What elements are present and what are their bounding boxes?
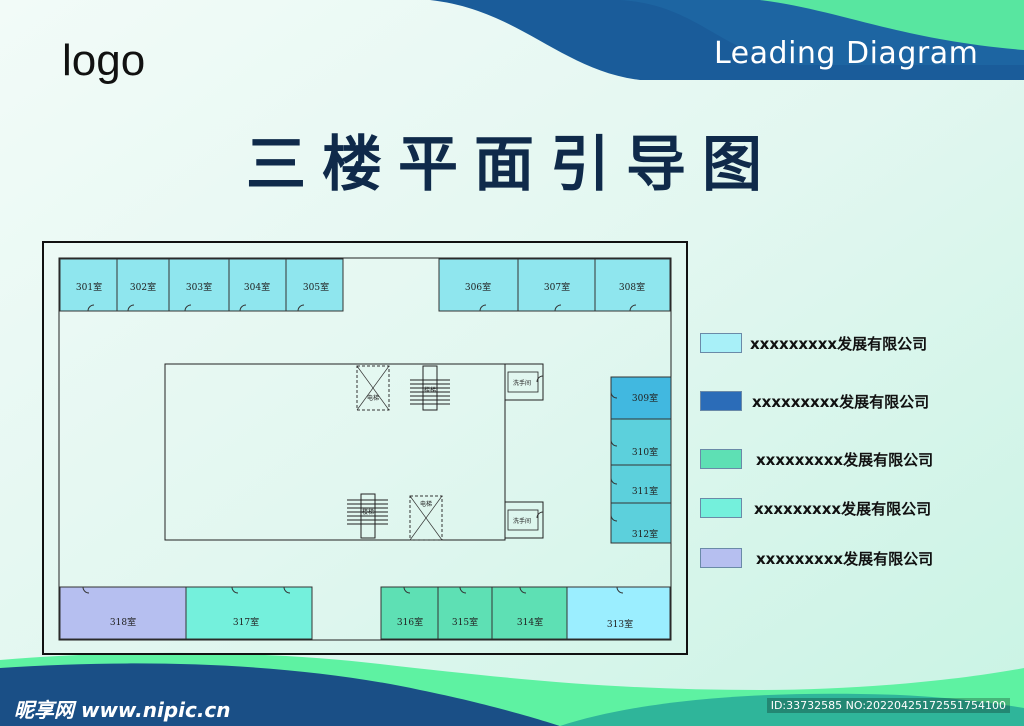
room-312[interactable]: 312室 [610, 502, 672, 544]
room-305[interactable]: 305室 [285, 258, 344, 312]
stairs-top-label: 楼梯 [424, 386, 436, 394]
room-316[interactable]: 316室 [380, 586, 439, 640]
legend-label: xxxxxxxxx发展有限公司 [752, 392, 930, 411]
stairs-top: 楼梯 [410, 365, 450, 411]
room-303-label: 303室 [186, 281, 212, 293]
restroom-bottom-label: 洗手间 [513, 517, 531, 525]
elevator-bottom: 电梯 [409, 495, 443, 541]
room-315-label: 315室 [452, 616, 478, 628]
room-311-label: 311室 [632, 485, 658, 497]
right-doors [610, 391, 618, 522]
room-301[interactable]: 301室 [59, 258, 118, 312]
watermark-right: ID:33732585 NO:20220425172551754100 [766, 698, 1010, 713]
legend-item: xxxxxxxxx发展有限公司 [700, 448, 933, 470]
room-313-label: 313室 [607, 618, 633, 630]
legend-swatch [700, 498, 742, 518]
legend: xxxxxxxxx发展有限公司 xxxxxxxxx发展有限公司 xxxxxxxx… [700, 330, 1000, 580]
legend-item: xxxxxxxxx发展有限公司 [700, 332, 927, 354]
room-309[interactable]: 309室 [610, 376, 672, 420]
elevator-top: 电梯 [356, 365, 390, 411]
room-308[interactable]: 308室 [594, 258, 671, 312]
room-317[interactable]: 317室 [185, 586, 313, 640]
room-302-label: 302室 [130, 281, 156, 293]
room-310[interactable]: 310室 [610, 418, 672, 466]
restroom-top[interactable]: 洗手间 [504, 363, 544, 401]
legend-swatch [700, 449, 742, 469]
central-core [164, 363, 506, 541]
room-304-label: 304室 [244, 281, 270, 293]
elevator-top-label: 电梯 [367, 394, 379, 402]
room-314-label: 314室 [517, 616, 543, 628]
room-304[interactable]: 304室 [228, 258, 287, 312]
room-311[interactable]: 311室 [610, 464, 672, 504]
room-312-label: 312室 [632, 528, 658, 540]
restroom-bottom[interactable]: 洗手间 [504, 501, 544, 539]
legend-item: xxxxxxxxx发展有限公司 [700, 497, 931, 519]
room-318[interactable]: 318室 [59, 586, 187, 640]
elevator-bottom-label: 电梯 [420, 500, 432, 508]
room-310-label: 310室 [632, 446, 658, 458]
legend-swatch [700, 391, 742, 411]
legend-label: xxxxxxxxx发展有限公司 [754, 499, 932, 518]
stairs-bottom: 楼梯 [347, 493, 388, 539]
watermark-left: 昵享网 www.nipic.cn [14, 698, 231, 722]
room-309-label: 309室 [632, 392, 658, 404]
bottom-doors [82, 586, 624, 594]
legend-label: xxxxxxxxx发展有限公司 [756, 450, 934, 469]
room-302[interactable]: 302室 [116, 258, 170, 312]
room-317-label: 317室 [233, 616, 259, 628]
restroom-top-label: 洗手间 [513, 379, 531, 387]
room-314[interactable]: 314室 [491, 586, 568, 640]
room-318-label: 318室 [110, 616, 136, 628]
legend-item: xxxxxxxxx发展有限公司 [700, 547, 933, 569]
page-title: 三楼平面引导图 [246, 130, 778, 200]
legend-swatch [700, 548, 742, 568]
room-305-label: 305室 [303, 281, 329, 293]
brand-title: Leading Diagram [714, 36, 979, 71]
legend-label: xxxxxxxxx发展有限公司 [756, 549, 934, 568]
room-307[interactable]: 307室 [517, 258, 596, 312]
logo: logo [62, 36, 146, 85]
room-307-label: 307室 [544, 281, 570, 293]
legend-item: xxxxxxxxx发展有限公司 [700, 390, 929, 412]
room-301-label: 301室 [76, 281, 102, 293]
room-313[interactable]: 313室 [566, 586, 671, 640]
legend-label: xxxxxxxxx发展有限公司 [750, 334, 928, 353]
room-316-label: 316室 [397, 616, 423, 628]
stairs-bottom-label: 楼梯 [362, 508, 374, 516]
room-303[interactable]: 303室 [168, 258, 230, 312]
room-315[interactable]: 315室 [437, 586, 493, 640]
room-306[interactable]: 306室 [438, 258, 519, 312]
room-306-label: 306室 [465, 281, 491, 293]
top-doors [87, 304, 637, 312]
room-308-label: 308室 [619, 281, 645, 293]
legend-swatch [700, 333, 742, 353]
